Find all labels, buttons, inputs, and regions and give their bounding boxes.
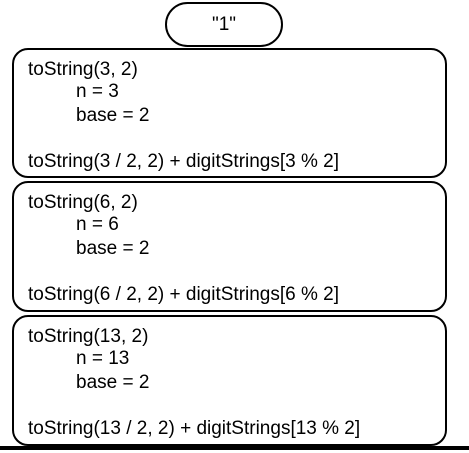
frame-return-expression: toString(13 / 2, 2) + digitStrings[13 % …	[28, 418, 361, 439]
return-value-pill: "1"	[165, 2, 283, 47]
return-value-text: "1"	[211, 13, 237, 35]
stack-frame: toString(3, 2) n = 3 base = 2 toString(3…	[12, 48, 447, 178]
frame-call-text: toString(6, 2)	[28, 192, 138, 213]
frame-call-text: toString(3, 2)	[28, 59, 138, 80]
frame-base-variable: base = 2	[76, 238, 150, 259]
frame-base-variable: base = 2	[76, 372, 150, 393]
stack-frame: toString(6, 2) n = 6 base = 2 toString(6…	[12, 181, 447, 312]
frame-call-text: toString(13, 2)	[28, 326, 149, 347]
frame-n-variable: n = 6	[76, 214, 119, 235]
frame-n-variable: n = 13	[76, 348, 130, 369]
frame-return-expression: toString(6 / 2, 2) + digitStrings[6 % 2]	[28, 284, 340, 305]
stack-frame: toString(13, 2) n = 13 base = 2 toString…	[12, 315, 447, 446]
frame-base-variable: base = 2	[76, 105, 150, 126]
frame-return-expression: toString(3 / 2, 2) + digitStrings[3 % 2]	[28, 151, 340, 172]
stack-base-line	[0, 446, 469, 450]
frame-n-variable: n = 3	[76, 81, 119, 102]
